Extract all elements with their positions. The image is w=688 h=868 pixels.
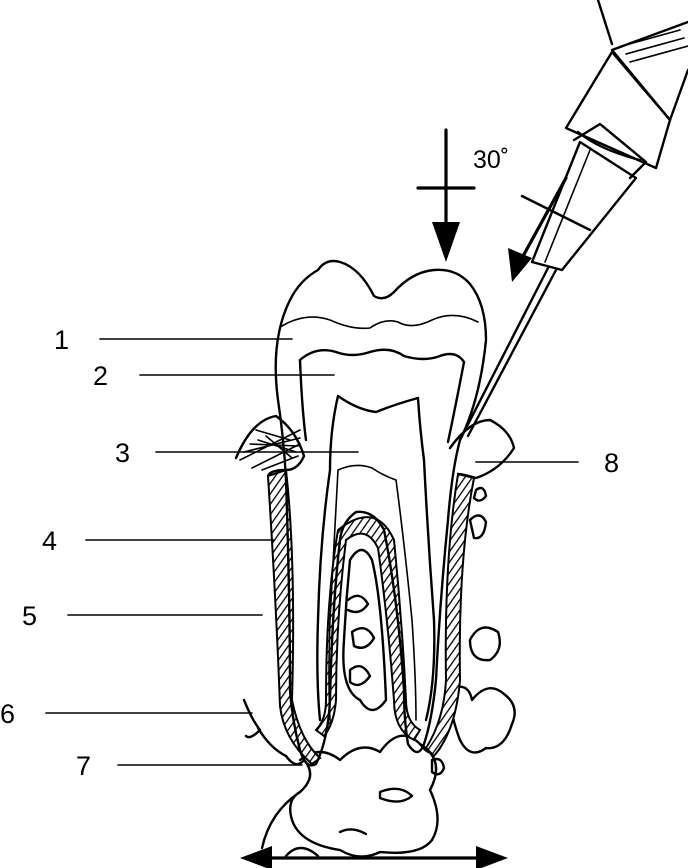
gingival-fibers [239,429,301,471]
label-6: 6 [0,699,15,729]
probe-thread [596,0,614,46]
bone-island-b [468,514,488,540]
angled-force-arrow [508,176,568,282]
horizontal-force-arrow [240,846,508,868]
periodontal-probe [458,0,688,442]
gingiva [234,414,516,480]
angle-label: 30˚ [473,146,509,174]
bone-island-f [338,828,368,836]
probe-shank-line [544,149,591,263]
crown-shoulder [298,358,466,444]
probe-handle-knurl [621,29,688,63]
label-7: 7 [76,751,91,781]
bone-island-g [284,846,320,858]
vertical-force-arrow [416,128,476,262]
gingiva-right [448,418,516,480]
label-3: 3 [115,438,130,468]
enamel-line [281,314,479,330]
label-2: 2 [93,361,108,391]
probe-tip [458,266,550,442]
probe-shank [530,140,638,272]
probe-handle [610,20,688,122]
bone-island-e [378,787,414,803]
leader-lines [45,338,579,766]
probe-collar [564,50,672,170]
probe-tip-edge [466,268,558,438]
periodontal-ligament-furcation [314,516,422,742]
bone-island-d [430,757,446,776]
probe-collar-ring [572,122,648,180]
bone-lower-mass [289,742,439,858]
label-8: 8 [604,448,619,478]
bone-fragment-right [446,685,516,754]
gingiva-left [234,414,306,478]
label-4: 4 [42,526,57,556]
tooth-outline [274,259,488,767]
label-5: 5 [22,601,37,631]
interradicular-bone [342,548,388,712]
periodontal-ligament-right [424,472,476,758]
pulp-canal-inner [328,464,417,721]
bone-island-c [472,486,488,502]
dentin-line [298,348,466,364]
label-1: 1 [54,325,69,355]
pulp-chamber [316,394,436,722]
bone-island-a [468,626,501,662]
tooth [274,259,488,767]
probe-axis-tick [520,194,592,232]
